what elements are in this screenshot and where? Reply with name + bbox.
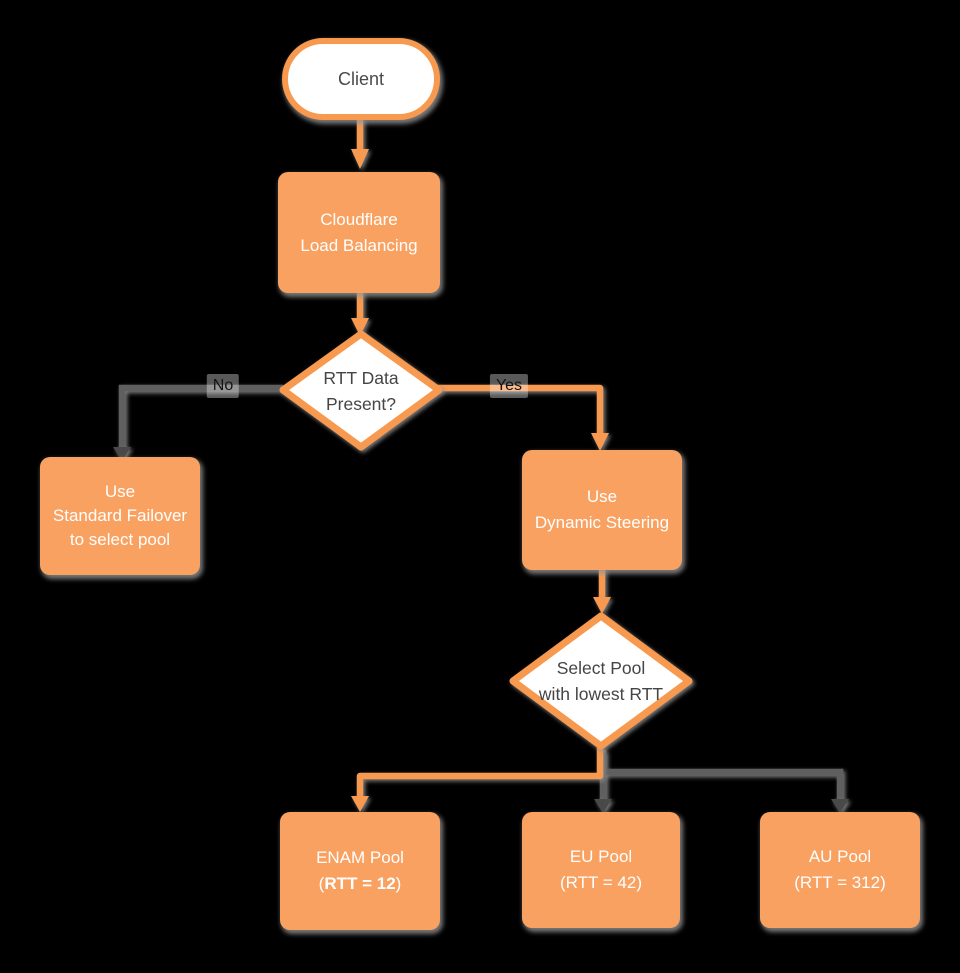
edge-rtt-no-to-standard-failover (118, 384, 283, 450)
node-label-line: Load Balancing (300, 235, 418, 255)
node-use-standard-failover: Use Standard Failover to select pool (40, 457, 200, 575)
node-label-line: AU Pool (808, 847, 872, 866)
arrowhead-into-au-pool (831, 799, 849, 813)
arrowhead-into-standard-failover (113, 447, 131, 461)
rtt-close-paren: ) (395, 874, 402, 893)
arrowhead-into-enam-pool (351, 796, 369, 812)
node-eu-pool: EU Pool (RTT = 42) (522, 812, 680, 928)
edge-label-yes: Yes (489, 374, 529, 398)
decision-label-line: Select Pool (556, 658, 646, 678)
node-cloudflare-load-balancing: Cloudflare Load Balancing (278, 172, 440, 293)
decision-rtt-data-present-shape (279, 330, 443, 451)
node-label-line: ENAM Pool (316, 848, 404, 867)
edge-label-no: No (206, 374, 240, 398)
node-label-line: Use (104, 482, 136, 501)
node-client: Client (282, 38, 440, 120)
client-label: Client (337, 68, 385, 89)
arrowhead-into-rtt-decision (351, 318, 369, 336)
arrowhead-into-eu-pool (594, 799, 612, 813)
arrowhead-into-dynamic-steering (591, 433, 609, 451)
decision-label-line: Present? (325, 394, 397, 414)
edge-select-pool-to-au (601, 768, 844, 800)
decision-label-line: with lowest RTT (538, 684, 664, 704)
node-label-line: to select pool (69, 530, 171, 549)
edge-rtt-yes-to-dynamic-steering (437, 384, 604, 434)
node-label-line: Standard Failover (52, 506, 188, 525)
decision-label-line: RTT Data (323, 368, 399, 388)
node-label-line: (RTT = 42) (559, 873, 643, 892)
node-label-line: Cloudflare (320, 209, 398, 229)
node-enam-pool: ENAM Pool (RTT = 12) (280, 812, 440, 930)
edge-select-pool-to-enam (356, 745, 604, 797)
decision-rtt-data-present-label: RTT Data Present? (283, 336, 439, 446)
decision-select-pool-label: Select Pool with lowest RTT (511, 618, 691, 744)
node-use-dynamic-steering: Use Dynamic Steering (522, 450, 682, 570)
node-label-line: (RTT = 312) (794, 873, 886, 892)
arrowhead-into-select-pool (593, 597, 611, 614)
node-label-line: (RTT = 12) (319, 871, 402, 897)
rtt-open-paren: ( (318, 874, 325, 893)
node-label-line: Use (586, 487, 618, 506)
decision-select-pool-shape (509, 612, 693, 750)
node-label-line: Dynamic Steering (534, 513, 670, 532)
rtt-value-bold: RTT = 12 (324, 874, 396, 893)
arrowhead-into-load-balancing (351, 149, 369, 169)
node-au-pool: AU Pool (RTT = 312) (760, 812, 920, 928)
node-label-line: EU Pool (569, 847, 633, 866)
